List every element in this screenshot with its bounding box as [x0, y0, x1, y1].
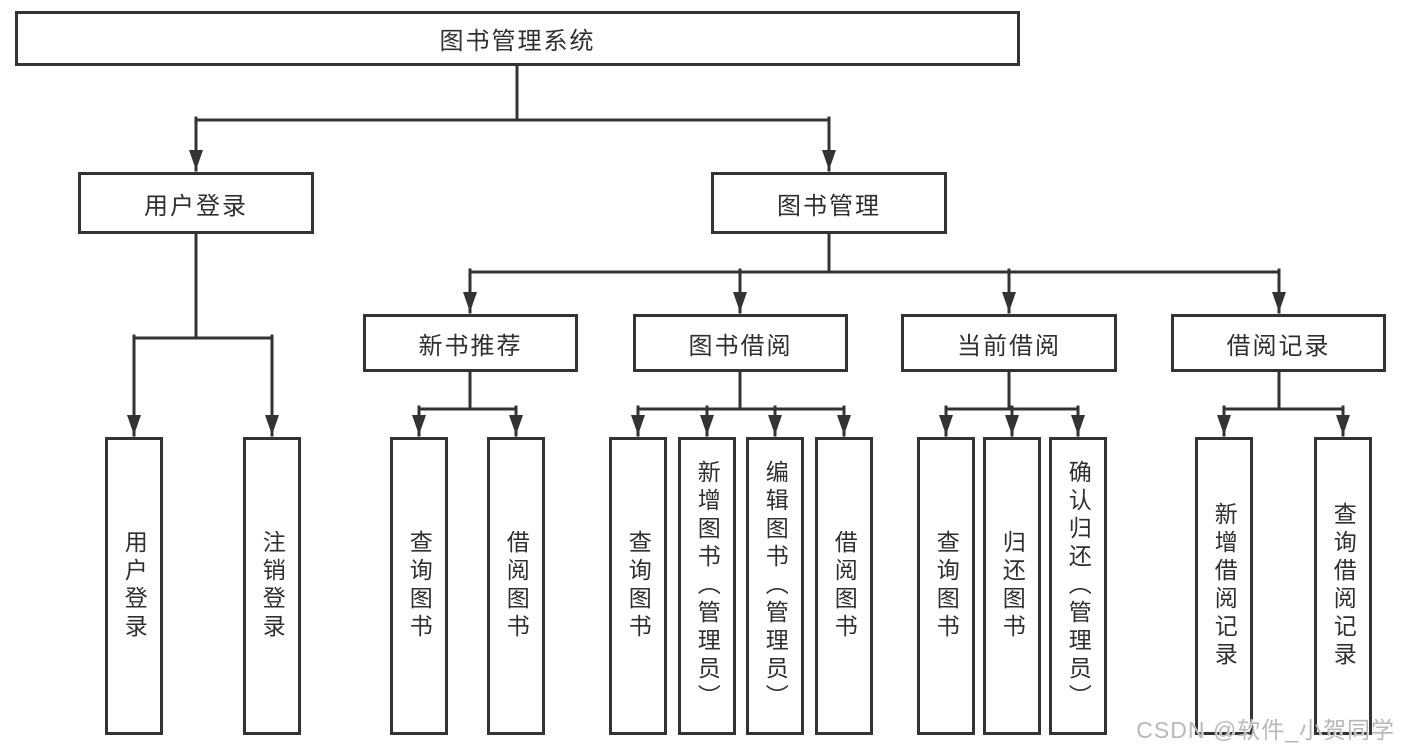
leaf-query-borrow-record: 查询借阅记录	[1314, 437, 1372, 735]
leaf-add-books-admin: 新增图书（管理员）	[678, 437, 736, 735]
node-label: 用户登录	[144, 192, 248, 220]
node-label: 借阅记录	[1226, 332, 1331, 360]
node-label: 注销登录	[259, 530, 286, 642]
leaf-borrow-books-rec: 借阅图书	[487, 437, 545, 735]
leaf-add-borrow-record: 新增借阅记录	[1195, 437, 1253, 735]
node-label: 查询图书	[933, 530, 960, 642]
node-label: 用户登录	[121, 530, 148, 642]
leaf-confirm-return-admin: 确认归还（管理员）	[1049, 437, 1107, 735]
node-label: 查询借阅记录	[1330, 502, 1357, 670]
connector-user-login-branch	[127, 232, 279, 437]
node-label: 新书推荐	[418, 332, 523, 360]
connector-book-borrow-branch	[631, 370, 851, 437]
node-current-borrow: 当前借阅	[901, 314, 1117, 372]
node-label: 查询图书	[406, 530, 433, 642]
leaf-logout: 注销登录	[243, 437, 301, 735]
node-borrow-records: 借阅记录	[1171, 314, 1386, 372]
connector-borrow-records-branch	[1217, 370, 1350, 437]
csdn-watermark: CSDN @软件_小贺同学	[1136, 717, 1395, 743]
node-book-mgmt: 图书管理	[711, 172, 947, 234]
node-new-book-rec: 新书推荐	[363, 314, 578, 372]
node-label: 图书管理	[777, 192, 881, 220]
leaf-query-books-rec: 查询图书	[390, 437, 448, 735]
node-label: 新增借阅记录	[1211, 502, 1238, 670]
node-root: 图书管理系统	[15, 11, 1020, 66]
connector-current-borrow-branch	[939, 370, 1085, 437]
leaf-edit-books-admin: 编辑图书（管理员）	[746, 437, 804, 735]
node-label: 借阅图书	[503, 530, 530, 642]
node-label: 编辑图书（管理员）	[762, 460, 789, 712]
node-label: 当前借阅	[957, 332, 1061, 360]
connector-new-book-rec-branch	[412, 370, 523, 437]
leaf-user-login: 用户登录	[105, 437, 163, 735]
connector-book-mgmt-to-level3	[463, 232, 1286, 314]
node-label: 查询图书	[625, 530, 652, 642]
leaf-query-books-current: 查询图书	[917, 437, 975, 735]
node-label: 借阅图书	[831, 530, 858, 642]
node-label: 确认归还（管理员）	[1065, 460, 1092, 712]
node-user-login: 用户登录	[78, 172, 314, 234]
connector-root-to-level2	[189, 64, 836, 172]
node-label: 图书借阅	[688, 332, 793, 360]
node-label: 归还图书	[999, 530, 1026, 642]
node-book-borrow: 图书借阅	[633, 314, 848, 372]
leaf-borrow-books: 借阅图书	[815, 437, 873, 735]
node-label: 图书管理系统	[439, 28, 596, 55]
leaf-return-books: 归还图书	[983, 437, 1041, 735]
leaf-query-books-borrow: 查询图书	[609, 437, 667, 735]
node-label: 新增图书（管理员）	[694, 460, 721, 712]
